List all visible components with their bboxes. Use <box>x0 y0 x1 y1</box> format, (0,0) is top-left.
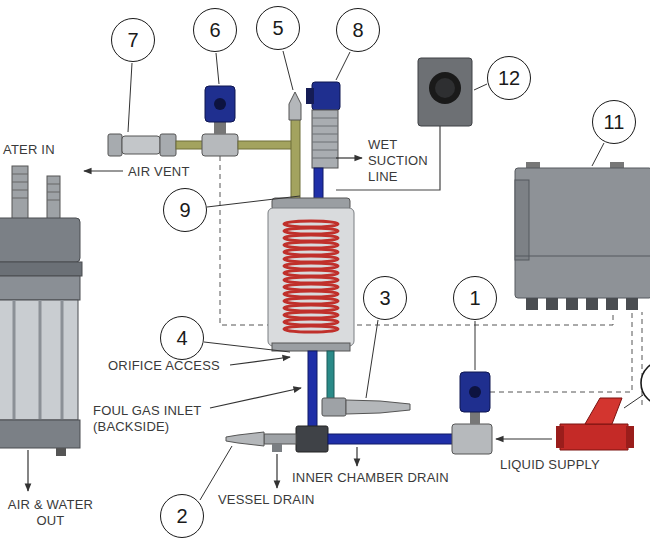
callout-number: 7 <box>111 18 155 62</box>
sensor-cap <box>306 88 314 104</box>
olive-pipe <box>176 141 204 149</box>
flow-arrow <box>230 357 290 365</box>
cable-glands <box>526 298 638 310</box>
callout-text: 5 <box>272 18 283 38</box>
callout-number: 3 <box>363 276 407 320</box>
olive-pipe <box>291 118 300 206</box>
control-box-lid-line <box>515 256 650 257</box>
flow-arrow <box>496 438 552 439</box>
callout-text: 4 <box>176 328 187 348</box>
solenoid-coil <box>460 372 490 412</box>
drain-nozzle <box>346 400 410 414</box>
callout-number: 6 <box>193 8 237 52</box>
flow-arrow <box>276 454 277 488</box>
strainer-body <box>560 424 628 450</box>
hose-barb-ribs <box>47 184 60 200</box>
callout-text: 9 <box>179 200 190 220</box>
sensor-cable <box>336 126 440 190</box>
callout-number: 8 <box>336 8 380 52</box>
solenoid-valve-body <box>202 134 238 156</box>
sensor-device <box>418 58 472 126</box>
hose-barb <box>12 166 28 220</box>
callout-number: 12 <box>487 56 531 100</box>
cylinder-clear-body <box>0 300 78 420</box>
strainer-end <box>626 426 634 448</box>
leader-lines <box>128 51 604 500</box>
check-valve-body <box>122 136 160 154</box>
control-box <box>515 168 650 298</box>
callout-number: 4 <box>160 316 204 360</box>
blue-pipe <box>308 351 317 429</box>
fitting-ribs <box>312 118 338 158</box>
solenoid-coil <box>205 86 235 122</box>
callout-circle-partial <box>641 361 650 405</box>
gray-pipe <box>264 434 296 444</box>
vessel-body <box>268 208 354 346</box>
elbow-fitting <box>322 398 346 416</box>
cylinder-band <box>0 276 80 300</box>
olive-pipe <box>238 141 294 149</box>
part-label: WET SUCTION LINE <box>368 137 432 185</box>
flow-arrow <box>84 170 123 171</box>
drain-nozzle <box>226 432 264 446</box>
flow-arrow <box>210 388 301 408</box>
sensor-lens-inner <box>435 78 455 98</box>
leader-line <box>624 395 643 408</box>
callout-number: 11 <box>592 100 636 144</box>
cylinder-ring <box>0 262 82 276</box>
part-label: AIR VENT <box>128 164 190 180</box>
callout-text: 12 <box>498 68 520 88</box>
callout-text: 1 <box>469 288 480 308</box>
part-label: LIQUID SUPPLY <box>500 457 600 473</box>
callout-number: 2 <box>160 494 204 538</box>
hose-barb <box>47 176 60 220</box>
flow-arrow <box>27 450 28 491</box>
sensor-head <box>312 82 340 110</box>
callout-text: 3 <box>379 288 390 308</box>
part-label: ORIFICE ACCESS <box>108 358 220 374</box>
part-label: AIR & WATER OUT <box>3 497 98 529</box>
tee-fitting <box>296 426 328 452</box>
check-valve-end <box>160 134 176 156</box>
blue-pipe <box>328 434 454 444</box>
cylinder-rods <box>14 300 62 420</box>
control-wire <box>490 312 632 392</box>
callout-text: 8 <box>352 20 363 40</box>
coil <box>284 221 338 332</box>
sensor-lens <box>429 72 461 104</box>
vessel-base <box>272 343 350 351</box>
part-label: INNER CHAMBER DRAIN <box>292 470 449 486</box>
drain-stub <box>272 444 282 452</box>
callout-number: 1 <box>453 276 497 320</box>
callout-text: 6 <box>209 20 220 40</box>
part-label: FOUL GAS INLET (BACKSIDE) <box>93 403 228 435</box>
flow-arrow <box>336 157 362 158</box>
cylinder-cap <box>0 218 80 262</box>
solenoid-valve-body <box>452 424 492 454</box>
solenoid-cap <box>469 386 481 398</box>
ribbed-fitting <box>312 110 338 168</box>
flow-arrow <box>356 447 357 466</box>
strainer-branch <box>585 398 622 424</box>
strainer-end <box>556 426 564 448</box>
outlet-nub <box>56 448 66 456</box>
vent-nozzle <box>289 92 301 120</box>
check-valve-end <box>108 134 122 156</box>
hose-barb-ribs <box>12 174 28 198</box>
solenoid-cap <box>214 98 226 110</box>
callout-text: 2 <box>176 506 187 526</box>
part-label: VESSEL DRAIN <box>218 492 315 508</box>
callout-text: 11 <box>604 112 625 132</box>
callout-number: 9 <box>163 188 207 232</box>
callout-number: 5 <box>256 6 300 50</box>
part-label: ATER IN <box>3 142 55 158</box>
control-box-flap <box>515 180 529 260</box>
callout-text: 7 <box>127 30 138 50</box>
teal-pipe <box>327 351 334 403</box>
cylinder-base <box>0 420 80 448</box>
